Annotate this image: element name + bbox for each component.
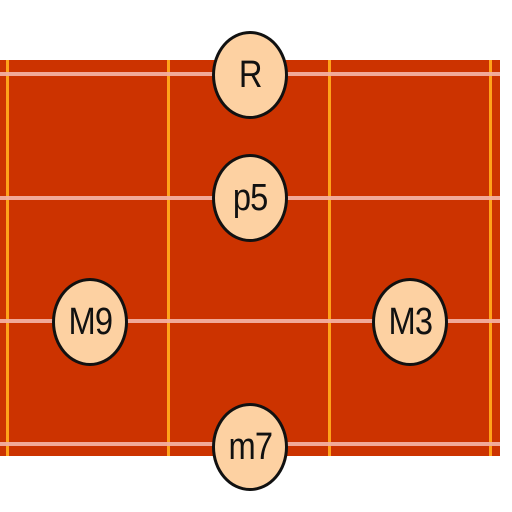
note-minor-seventh[interactable]: m7 xyxy=(212,403,288,491)
note-major-ninth[interactable]: M9 xyxy=(52,278,128,366)
note-perfect-fifth[interactable]: p5 xyxy=(212,154,288,242)
note-label: m7 xyxy=(228,425,273,468)
string-line xyxy=(0,319,500,323)
note-label: R xyxy=(238,53,263,96)
note-label: p5 xyxy=(232,176,269,219)
fret-line xyxy=(167,60,170,456)
fret-line xyxy=(6,60,9,456)
fret-line xyxy=(489,60,492,456)
note-label: M3 xyxy=(388,300,433,343)
fretboard xyxy=(0,60,500,456)
note-major-third[interactable]: M3 xyxy=(372,278,448,366)
fret-line xyxy=(328,60,331,456)
note-label: M9 xyxy=(68,300,113,343)
note-root[interactable]: R xyxy=(212,31,288,119)
